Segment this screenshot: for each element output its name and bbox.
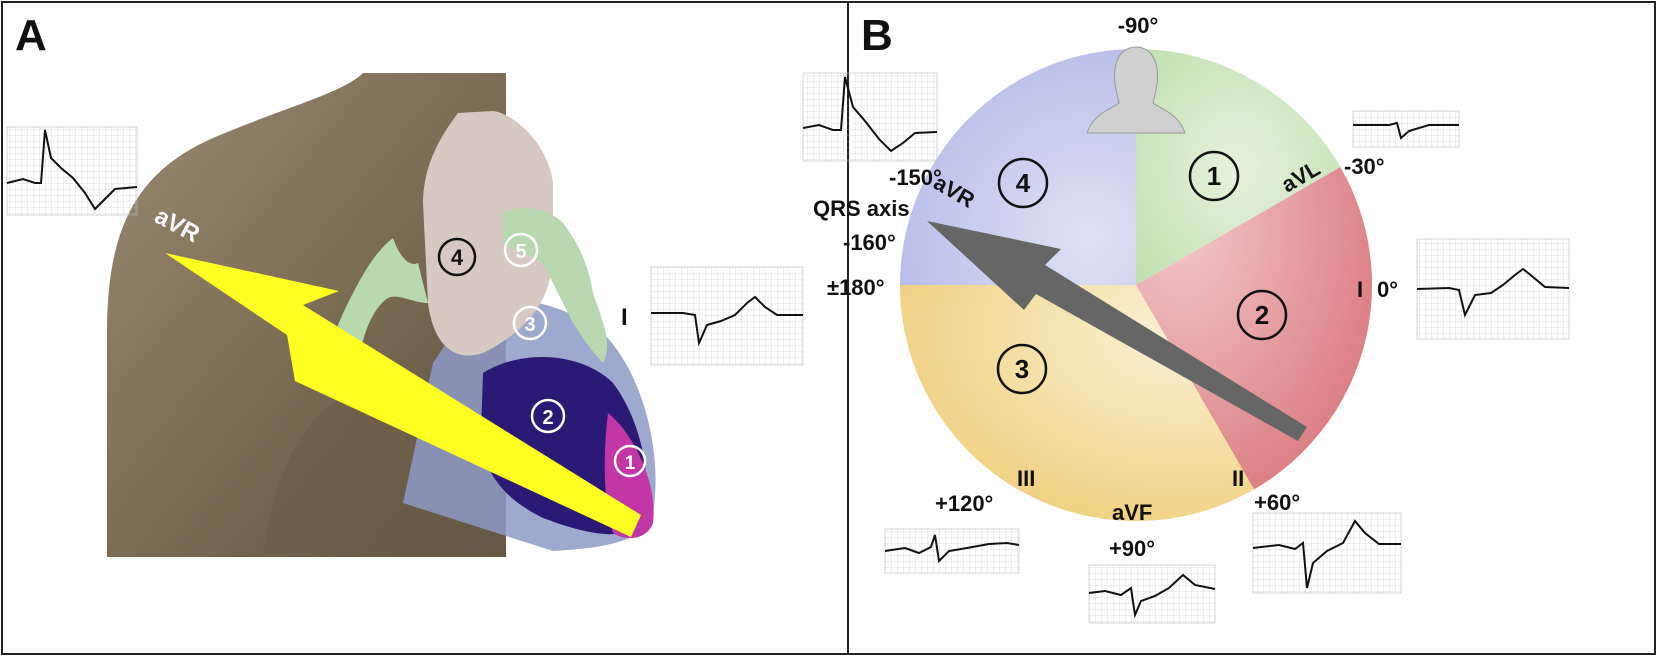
region-4-label: 4 bbox=[451, 245, 464, 270]
qrs-axis-arrow bbox=[927, 221, 1307, 441]
angle-pm180: ±180° bbox=[827, 275, 885, 300]
angle-minus30: -30° bbox=[1344, 154, 1385, 179]
sector-1 bbox=[1136, 49, 1341, 285]
region-5-label: 5 bbox=[515, 241, 526, 263]
panel-a-letter: A bbox=[15, 11, 47, 60]
angle-zero: 0° bbox=[1377, 277, 1398, 302]
aorta bbox=[423, 111, 553, 356]
panel-b-letter: B bbox=[861, 11, 893, 60]
lead-i-label-a: I bbox=[621, 304, 628, 331]
region-2-label: 2 bbox=[542, 407, 553, 429]
angle-minus150: -150° bbox=[889, 165, 942, 190]
lead-i-label-b: I bbox=[1357, 277, 1363, 302]
left-ventricle-dark bbox=[481, 356, 647, 535]
lead-iii-label: III bbox=[1017, 466, 1035, 491]
angle-plus60: +60° bbox=[1254, 490, 1300, 515]
pulmonary-veins-right bbox=[503, 207, 608, 363]
sector-2 bbox=[1136, 167, 1373, 490]
lead-avf-label: aVF bbox=[1112, 500, 1152, 525]
panel-a: A 4 5 bbox=[1, 1, 849, 655]
sector-2-label: 2 bbox=[1255, 300, 1269, 330]
panel-b-hexaxial-wheel: 1 2 3 4 aVL I II aVF III aVR -90° -30° 0… bbox=[802, 13, 1570, 624]
ecg-strip-avr bbox=[6, 126, 138, 216]
angle-minus160: -160° bbox=[843, 230, 896, 255]
panel-b: B 1 bbox=[802, 1, 1656, 655]
sector-4 bbox=[900, 49, 1136, 285]
torso-shadow bbox=[263, 400, 506, 557]
sector-3-label: 3 bbox=[1015, 354, 1029, 384]
ecg-strip-i-b bbox=[1416, 238, 1570, 340]
ecg-strip-ii bbox=[1252, 512, 1402, 594]
angle-plus120: +120° bbox=[935, 491, 993, 516]
ecg-strip-lead-i bbox=[650, 266, 804, 366]
head-bust-icon bbox=[1086, 46, 1186, 134]
angle-minus90: -90° bbox=[1118, 13, 1159, 38]
ecg-strip-avr-b bbox=[802, 72, 938, 162]
ecg-strip-avl bbox=[1352, 110, 1460, 148]
sector-4-label: 4 bbox=[1016, 168, 1031, 198]
region-3-label: 3 bbox=[524, 314, 535, 336]
panel-a-illustration: 4 5 3 2 1 aVR I bbox=[6, 73, 804, 557]
sector-1-label: 1 bbox=[1207, 161, 1221, 191]
qrs-axis-label: QRS axis bbox=[813, 196, 910, 221]
ecg-strip-avf bbox=[1088, 564, 1216, 624]
angle-plus90: +90° bbox=[1109, 536, 1155, 561]
region-1-label: 1 bbox=[625, 453, 636, 474]
lead-ii-label: II bbox=[1232, 466, 1244, 491]
avr-vector-arrow bbox=[165, 253, 641, 537]
ecg-strip-iii bbox=[884, 528, 1020, 574]
